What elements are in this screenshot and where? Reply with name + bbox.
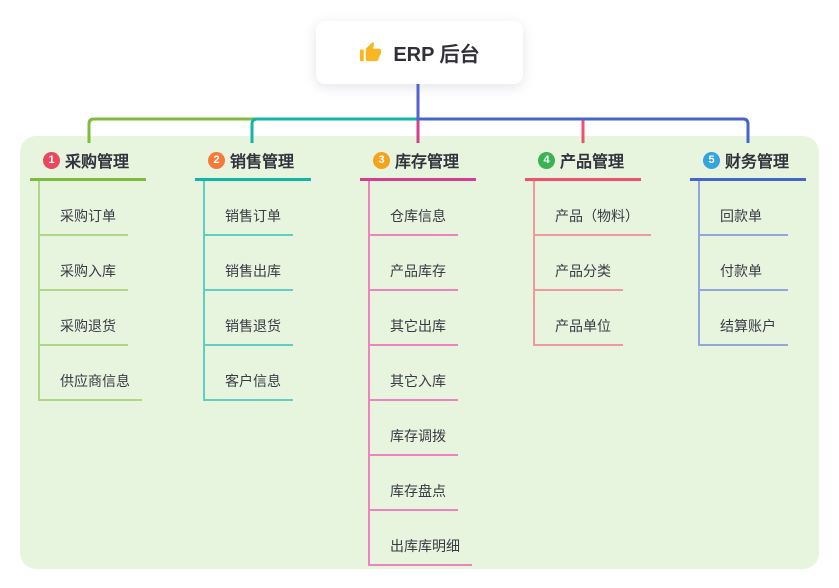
branch-item[interactable]: 结算账户 xyxy=(700,291,839,346)
branch-header-finance[interactable]: 5 财务管理 xyxy=(690,146,806,181)
branch-number-badge: 2 xyxy=(208,151,225,169)
branch-number-badge: 4 xyxy=(538,151,555,169)
item-label[interactable]: 采购入库 xyxy=(40,261,128,291)
item-label[interactable]: 付款单 xyxy=(700,261,788,291)
branch-item[interactable]: 出库库明细 xyxy=(370,511,520,566)
item-label[interactable]: 产品单位 xyxy=(535,316,623,346)
branch-header-purchase[interactable]: 1 采购管理 xyxy=(30,146,146,181)
item-label[interactable]: 仓库信息 xyxy=(370,206,458,236)
item-label[interactable]: 回款单 xyxy=(700,206,788,236)
branch-title: 采购管理 xyxy=(65,154,130,171)
item-label[interactable]: 采购订单 xyxy=(40,206,128,236)
branch-number-badge: 3 xyxy=(373,151,390,169)
branch-inventory: 3 库存管理 仓库信息 产品库存 其它出库 其它入库 库存调拨 库存盘点 出库库… xyxy=(360,146,520,566)
branch-purchase: 1 采购管理 采购订单 采购入库 采购退货 供应商信息 xyxy=(30,146,190,401)
branch-title: 销售管理 xyxy=(230,154,295,171)
branch-item[interactable]: 其它出库 xyxy=(370,291,520,346)
branch-items: 销售订单 销售出库 销售退货 客户信息 xyxy=(203,181,355,401)
branch-item[interactable]: 产品分类 xyxy=(535,236,685,291)
root-node-label: ERP 后台 xyxy=(393,44,480,66)
item-label[interactable]: 其它入库 xyxy=(370,371,458,401)
item-label[interactable]: 采购退货 xyxy=(40,316,128,346)
branches-panel xyxy=(20,136,819,569)
branch-item[interactable]: 产品库存 xyxy=(370,236,520,291)
branch-sales: 2 销售管理 销售订单 销售出库 销售退货 客户信息 xyxy=(195,146,355,401)
item-label[interactable]: 产品库存 xyxy=(370,261,458,291)
branch-items: 仓库信息 产品库存 其它出库 其它入库 库存调拨 库存盘点 出库库明细 xyxy=(368,181,520,566)
item-label[interactable]: 库存调拨 xyxy=(370,426,458,456)
item-label[interactable]: 结算账户 xyxy=(700,316,788,346)
thumbs-up-icon xyxy=(360,41,382,62)
branch-item[interactable]: 付款单 xyxy=(700,236,839,291)
branch-item[interactable]: 其它入库 xyxy=(370,346,520,401)
branch-item[interactable]: 产品（物料） xyxy=(535,181,685,236)
root-node[interactable]: ERP 后台 xyxy=(316,21,523,84)
item-label[interactable]: 客户信息 xyxy=(205,371,293,401)
branch-title: 财务管理 xyxy=(725,154,790,171)
branch-item[interactable]: 供应商信息 xyxy=(40,346,190,401)
item-label[interactable]: 销售订单 xyxy=(205,206,293,236)
branch-items: 产品（物料） 产品分类 产品单位 xyxy=(533,181,685,346)
branch-header-inventory[interactable]: 3 库存管理 xyxy=(360,146,476,181)
item-label[interactable]: 产品（物料） xyxy=(535,206,651,236)
item-label[interactable]: 库存盘点 xyxy=(370,481,458,511)
branch-item[interactable]: 销售出库 xyxy=(205,236,355,291)
branch-item[interactable]: 产品单位 xyxy=(535,291,685,346)
item-label[interactable]: 产品分类 xyxy=(535,261,623,291)
branch-product: 4 产品管理 产品（物料） 产品分类 产品单位 xyxy=(525,146,685,346)
item-label[interactable]: 销售出库 xyxy=(205,261,293,291)
branch-number-badge: 1 xyxy=(43,151,60,169)
branch-item[interactable]: 采购订单 xyxy=(40,181,190,236)
branch-item[interactable]: 仓库信息 xyxy=(370,181,520,236)
item-label[interactable]: 供应商信息 xyxy=(40,371,142,401)
branch-item[interactable]: 采购退货 xyxy=(40,291,190,346)
branch-item[interactable]: 采购入库 xyxy=(40,236,190,291)
branch-item[interactable]: 回款单 xyxy=(700,181,839,236)
branch-header-sales[interactable]: 2 销售管理 xyxy=(195,146,311,181)
branch-item[interactable]: 客户信息 xyxy=(205,346,355,401)
item-label[interactable]: 出库库明细 xyxy=(370,536,472,566)
branch-title: 产品管理 xyxy=(560,154,625,171)
branch-item[interactable]: 销售订单 xyxy=(205,181,355,236)
item-label[interactable]: 销售退货 xyxy=(205,316,293,346)
branch-item[interactable]: 库存盘点 xyxy=(370,456,520,511)
branch-items: 回款单 付款单 结算账户 xyxy=(698,181,839,346)
branch-items: 采购订单 采购入库 采购退货 供应商信息 xyxy=(38,181,190,401)
branch-title: 库存管理 xyxy=(395,154,460,171)
branch-header-product[interactable]: 4 产品管理 xyxy=(525,146,641,181)
branch-item[interactable]: 库存调拨 xyxy=(370,401,520,456)
branch-item[interactable]: 销售退货 xyxy=(205,291,355,346)
branch-finance: 5 财务管理 回款单 付款单 结算账户 xyxy=(690,146,839,346)
item-label[interactable]: 其它出库 xyxy=(370,316,458,346)
branch-number-badge: 5 xyxy=(703,151,720,169)
